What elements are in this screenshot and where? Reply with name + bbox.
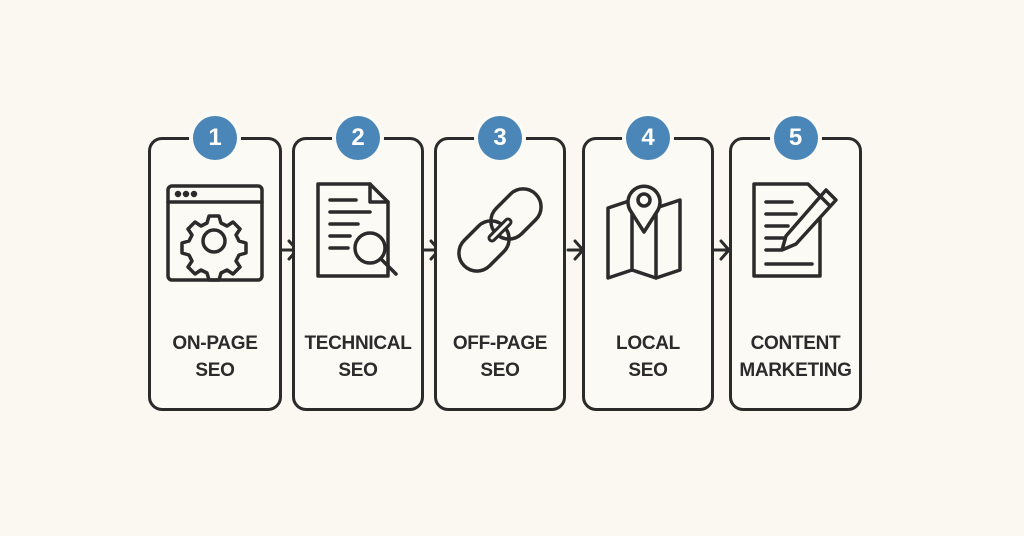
- step-number-badge: 4: [626, 116, 670, 160]
- step-card-5: 5 CONTENT MARKETING: [729, 116, 862, 411]
- step-label: CONTENT MARKETING: [739, 333, 852, 381]
- step-label: LOCAL SEO: [616, 333, 680, 381]
- map-pin-icon: [606, 184, 682, 280]
- step-card-1: 1 ON-PAGE SEO: [148, 116, 282, 411]
- step-label: TECHNICAL SEO: [304, 333, 412, 381]
- step-card-4: 4 LOCAL SEO: [582, 116, 714, 411]
- step-card-3: 3 OFF-PAGE SEO: [434, 116, 566, 411]
- document-pencil-icon: [751, 182, 838, 278]
- step-number-badge: 5: [773, 116, 818, 160]
- step-label: OFF-PAGE SEO: [452, 333, 548, 381]
- step-number-badge: 2: [336, 116, 380, 160]
- browser-gear-icon: [166, 184, 264, 282]
- step-label: ON-PAGE SEO: [172, 333, 258, 381]
- step-number-badge: 3: [478, 116, 522, 160]
- document-search-icon: [316, 182, 398, 278]
- chain-link-icon: [457, 187, 543, 273]
- step-number-badge: 1: [193, 116, 237, 160]
- step-card-2: 2 TECHNICAL SEO: [292, 116, 424, 411]
